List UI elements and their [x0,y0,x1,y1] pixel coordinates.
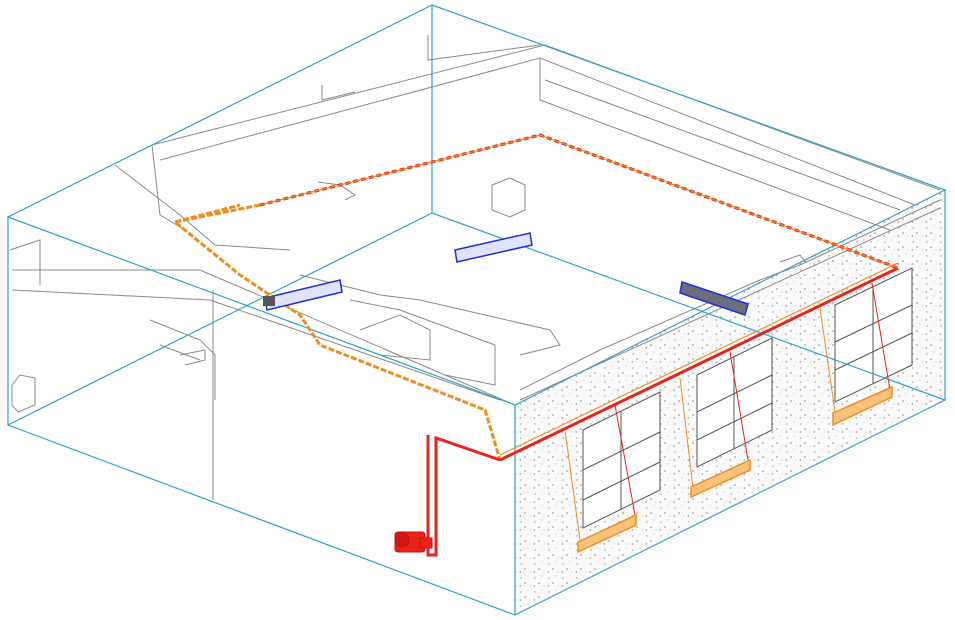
window-1 [582,391,661,529]
return-pipe [171,203,502,461]
supply-pipe-overlay [259,134,899,456]
radiator-1 [564,404,637,554]
pump-icon[interactable] [394,531,433,553]
ceiling-unit-1[interactable] [454,232,533,263]
window-3 [834,267,913,403]
radiators [564,282,893,554]
ceiling-unit-2[interactable] [263,279,343,311]
radiator-2 [679,351,751,499]
section-box[interactable] [6,4,947,616]
window-2 [696,337,773,468]
ceiling-unit-3[interactable] [679,281,749,316]
radiator-3 [819,282,893,427]
windows [582,267,913,529]
building-model-lines [9,35,941,500]
